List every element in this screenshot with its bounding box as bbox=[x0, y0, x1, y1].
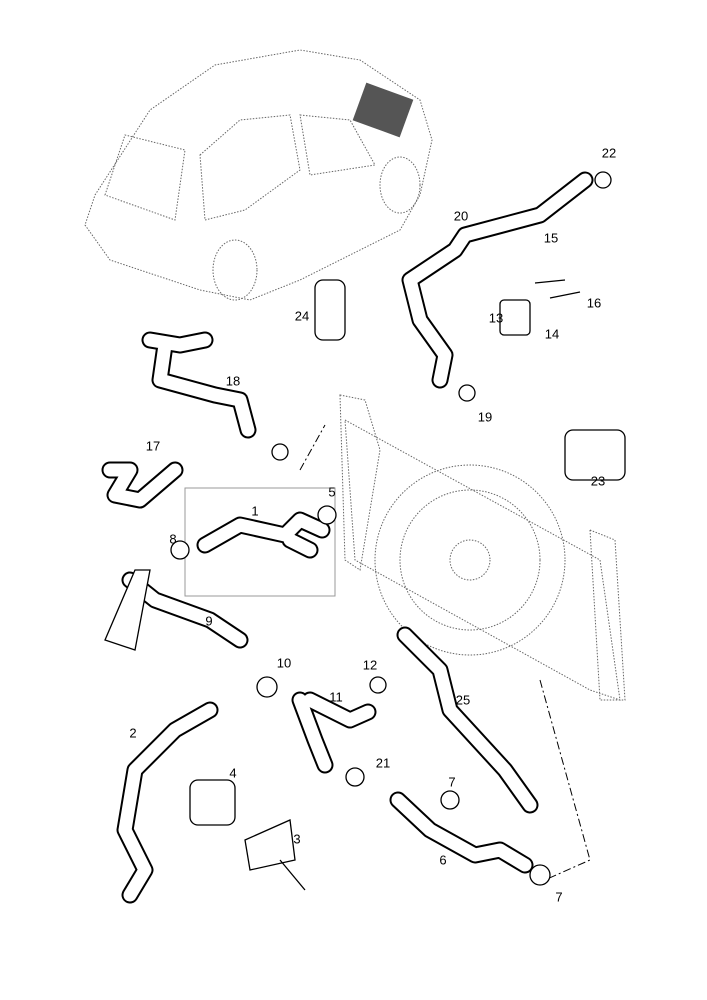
part-label-22: 22 bbox=[601, 145, 617, 161]
hoses bbox=[101, 171, 594, 904]
car-outline bbox=[84, 49, 433, 301]
part-label-12: 12 bbox=[362, 657, 378, 673]
part-label-19: 19 bbox=[477, 409, 493, 425]
part-label-8: 8 bbox=[169, 531, 177, 547]
part-label-25: 25 bbox=[455, 692, 471, 708]
part-label-13: 13 bbox=[488, 310, 504, 326]
part-label-18: 18 bbox=[225, 373, 241, 389]
part-label-2: 2 bbox=[129, 725, 137, 741]
clamps bbox=[104, 171, 626, 891]
part-label-20: 20 bbox=[453, 208, 469, 224]
part-label-23: 23 bbox=[590, 473, 606, 489]
part-label-7: 7 bbox=[448, 774, 456, 790]
part-label-5: 5 bbox=[328, 484, 336, 500]
part-label-1: 1 bbox=[251, 503, 259, 519]
radiator-fan-assembly bbox=[339, 394, 626, 701]
part-label-10: 10 bbox=[276, 655, 292, 671]
part-label-24: 24 bbox=[294, 308, 310, 324]
part-label-11: 11 bbox=[329, 689, 343, 705]
part-label-16: 16 bbox=[586, 295, 602, 311]
part-label-7-lower: 7 bbox=[555, 889, 563, 905]
part-label-15: 15 bbox=[543, 230, 559, 246]
part-label-17: 17 bbox=[145, 438, 161, 454]
part-label-21: 21 bbox=[375, 755, 391, 771]
part-label-14: 14 bbox=[544, 326, 560, 342]
part-label-4: 4 bbox=[229, 765, 237, 781]
part-label-6: 6 bbox=[439, 852, 447, 868]
part-label-3: 3 bbox=[293, 831, 301, 847]
highlighted-area bbox=[352, 82, 414, 138]
part-label-9: 9 bbox=[205, 613, 213, 629]
